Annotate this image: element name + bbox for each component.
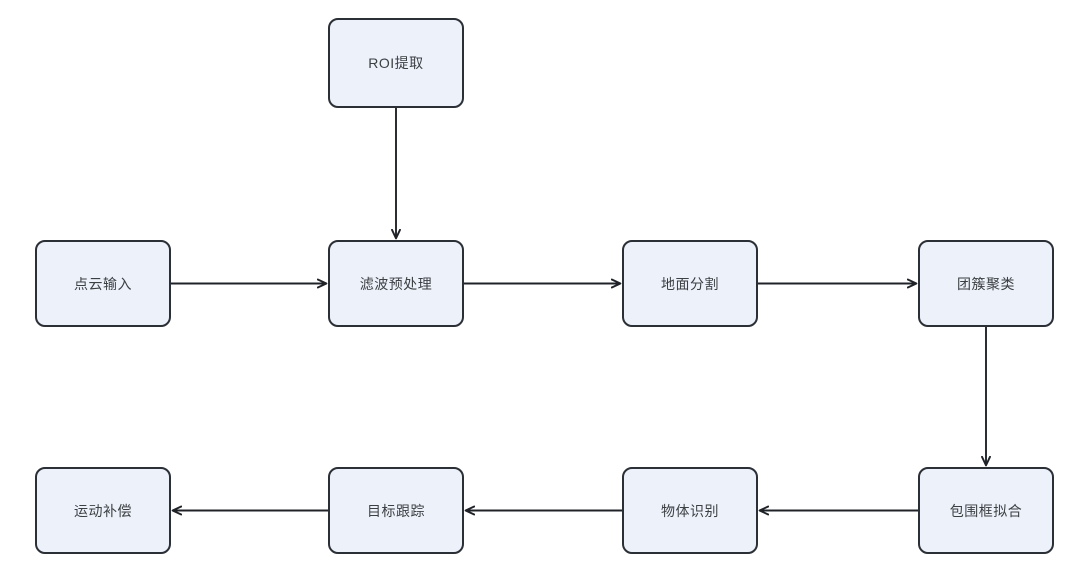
node-input-label: 点云输入 [74, 275, 132, 292]
node-recognize[interactable]: 物体识别 [622, 467, 758, 554]
node-compensate-label: 运动补偿 [74, 502, 132, 519]
node-filter[interactable]: 滤波预处理 [328, 240, 464, 327]
node-compensate[interactable]: 运动补偿 [35, 467, 171, 554]
node-ground-label: 地面分割 [661, 275, 719, 292]
node-cluster[interactable]: 团簇聚类 [918, 240, 1054, 327]
node-cluster-label: 团簇聚类 [957, 275, 1015, 292]
node-roi[interactable]: ROI提取 [328, 18, 464, 108]
node-input[interactable]: 点云输入 [35, 240, 171, 327]
node-bbox-label: 包围框拟合 [949, 502, 1023, 519]
node-filter-label: 滤波预处理 [359, 275, 433, 292]
node-roi-label: ROI提取 [368, 55, 424, 71]
node-track[interactable]: 目标跟踪 [328, 467, 464, 554]
node-track-label: 目标跟踪 [367, 502, 425, 519]
node-ground[interactable]: 地面分割 [622, 240, 758, 327]
node-recognize-label: 物体识别 [661, 502, 719, 519]
node-bbox[interactable]: 包围框拟合 [918, 467, 1054, 554]
